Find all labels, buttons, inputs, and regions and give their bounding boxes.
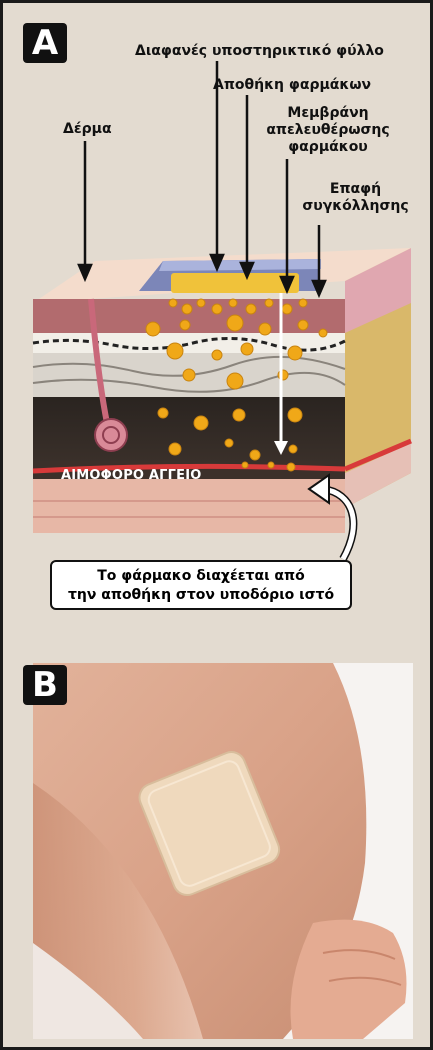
patch-on-shoulder-photo [33,663,413,1039]
label-blood-vessel: ΑΙΜΟΦΟΡΟ ΑΓΓΕΙΟ [61,468,202,483]
dermis-layer [33,397,345,463]
panel-b-badge: B [23,665,67,705]
callout-line1: Το φάρμακο διαχέεται από [52,567,350,586]
subcutaneous-layer [33,479,345,533]
diffusion-callout: Το φάρμακο διαχέεται από την αποθήκη στο… [50,560,352,610]
callout-line2: την αποθήκη στον υποδόριο ιστό [52,586,350,605]
